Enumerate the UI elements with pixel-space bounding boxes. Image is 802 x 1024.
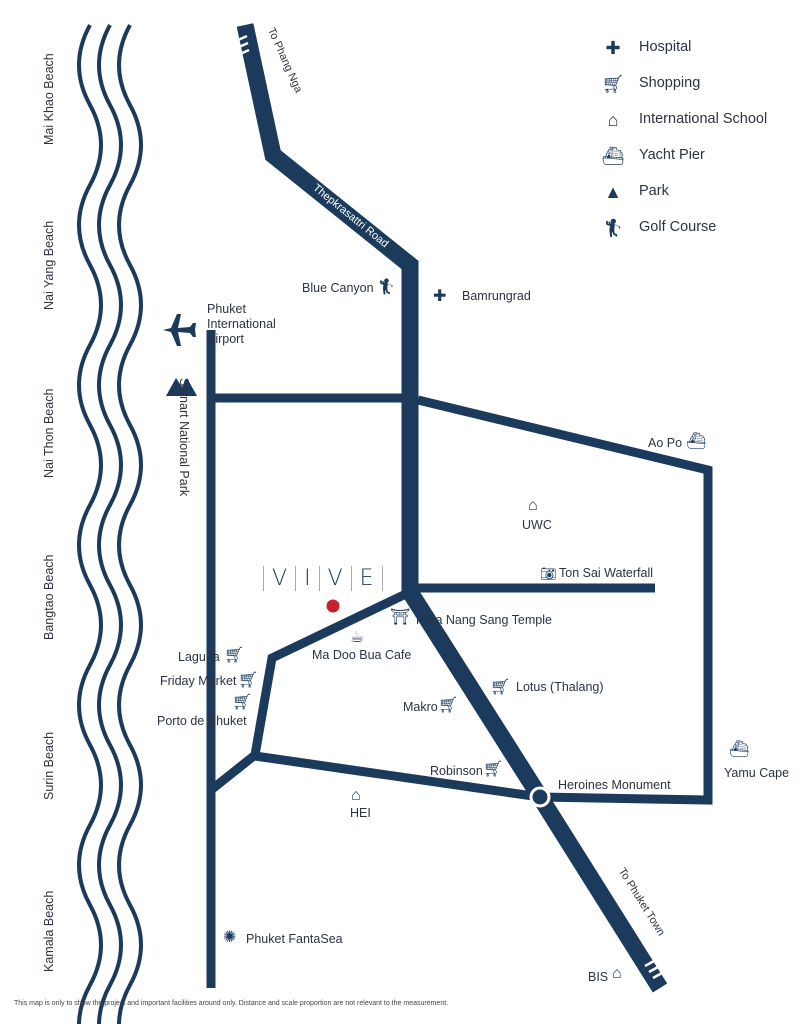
airplane-icon	[163, 314, 196, 346]
shopping-cart-icon: 🛒︎	[232, 694, 253, 711]
shopping-cart-icon: 🛒︎	[601, 74, 625, 94]
shopping-cart-icon: 🛒︎	[224, 647, 245, 664]
school-icon: ⌂	[612, 965, 622, 982]
yacht-icon: ⛴︎	[729, 741, 750, 758]
robinson-road	[254, 751, 541, 802]
hospital-cross-icon: ✚	[605, 38, 621, 58]
bamrungrad-label: Bamrungrad	[462, 289, 531, 303]
lotus-label: Lotus (Thalang)	[516, 680, 604, 694]
yamu-cape-label: Yamu Cape	[724, 766, 790, 780]
park-mountain-icon: ▲	[604, 182, 622, 202]
cafe-label: Ma Doo Bua Cafe	[312, 648, 412, 662]
laguna-label: Laguna	[178, 650, 220, 664]
disclaimer-footer: This map is only to show the project and…	[14, 1000, 449, 1007]
phuket-fantasea-label: Phuket FantaSea	[246, 932, 343, 946]
yacht-icon: ⛴︎	[601, 146, 625, 166]
beach-label: Bangtao Beach	[42, 554, 56, 641]
shopping-cart-icon: 🛒︎	[483, 761, 504, 778]
shopping-cart-icon: 🛒︎	[438, 697, 459, 714]
road-end-chevrons	[237, 34, 663, 980]
laguna-road	[208, 587, 412, 794]
bis-label: BIS	[588, 970, 609, 984]
beach-label: Nai Yang Beach	[42, 220, 56, 310]
uwc-label: UWC	[522, 518, 552, 532]
robinson-label: Robinson	[430, 764, 483, 778]
fireworks-icon: ✺	[223, 929, 237, 946]
friday-market-label: Friday Market	[160, 674, 237, 688]
beach-label: Kamala Beach	[42, 890, 56, 972]
blue-canyon-label: Blue Canyon	[302, 281, 374, 295]
golf-icon: 🏌︎	[376, 279, 397, 296]
heroines-monument-label: Heroines Monument	[558, 778, 671, 792]
camera-icon: 📷︎	[540, 566, 557, 581]
beach-label: Mai Khao Beach	[42, 53, 56, 145]
thepkrasattri-road	[236, 23, 419, 592]
heroines-monument-roundabout	[529, 786, 551, 808]
airport-label: Phuket International Airport	[207, 302, 276, 346]
hei-label: HEI	[350, 806, 371, 820]
sea-waves	[77, 23, 143, 1024]
shopping-cart-icon: 🛒︎	[490, 679, 511, 696]
school-icon: ⌂	[351, 787, 361, 804]
hospital-cross-icon: ✚	[433, 288, 447, 305]
beach-label: Nai Thon Beach	[42, 388, 56, 478]
golf-icon: 🏌︎	[601, 218, 625, 238]
school-icon: ⌂	[528, 497, 538, 514]
park-mountain-icon	[166, 378, 197, 396]
ton-sai-waterfall-label: Ton Sai Waterfall	[559, 566, 654, 580]
makro-label: Makro	[403, 700, 438, 714]
porto-de-phuket-label: Porto de Phuket	[157, 714, 247, 728]
roads	[206, 23, 713, 993]
beach-label: Surin Beach	[42, 731, 56, 800]
park-label: Sirinart National Park	[177, 378, 191, 497]
ao-po-label: Ao Po	[648, 436, 683, 450]
yacht-icon: ⛴︎	[686, 433, 707, 450]
ao-po-road	[416, 395, 713, 805]
temple-icon: ⛩︎	[390, 609, 411, 626]
coffee-cup-icon: ☕︎	[350, 629, 365, 646]
school-icon: ⌂	[607, 110, 619, 130]
shopping-cart-icon: 🛒︎	[238, 672, 259, 689]
temple-label: Phra Nang Sang Temple	[416, 613, 552, 627]
project-location-marker	[326, 599, 340, 613]
